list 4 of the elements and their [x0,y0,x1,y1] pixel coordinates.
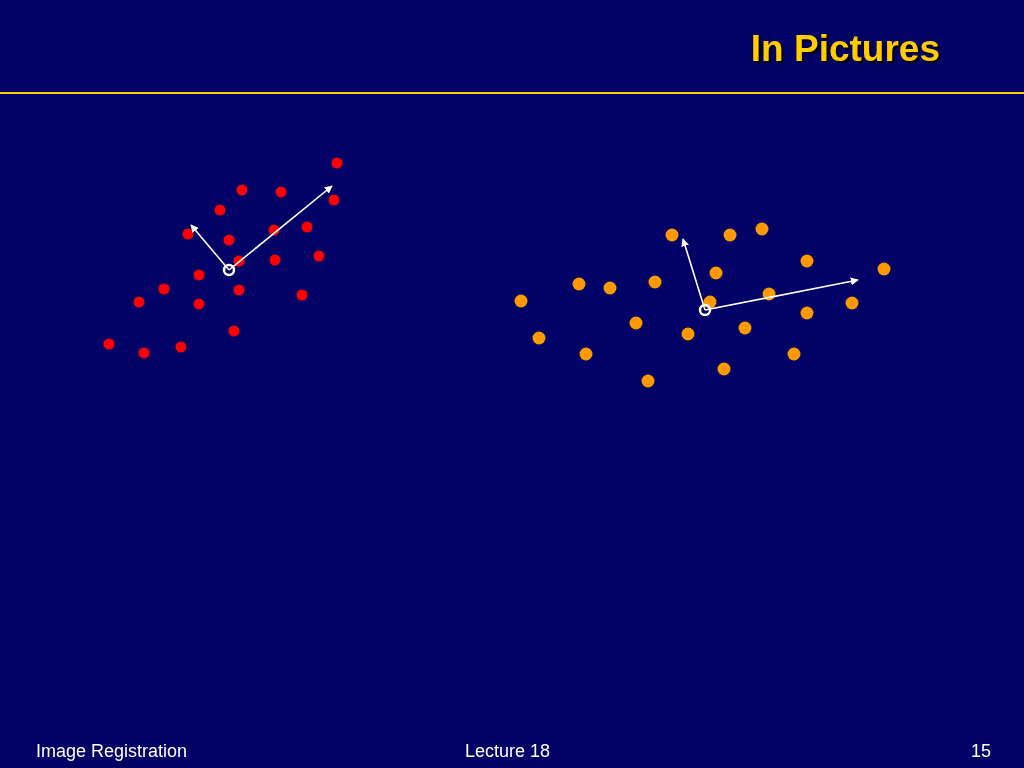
footer-text: Lecture 18 [465,741,551,763]
slide-title: In Pictures [750,28,940,71]
page-number: 15 [971,741,992,763]
footer-text: Image Registration [36,741,188,763]
